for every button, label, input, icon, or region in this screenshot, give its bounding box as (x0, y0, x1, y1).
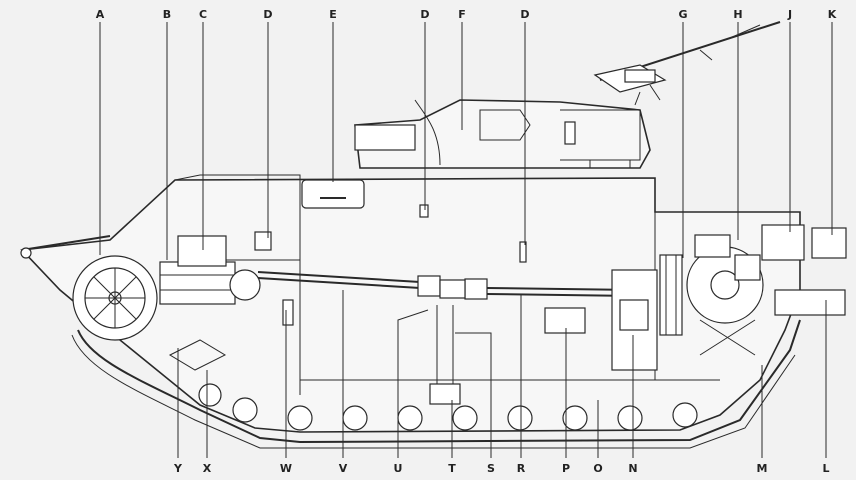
label-h: H (733, 8, 742, 21)
interior-fittings (168, 204, 586, 405)
radial-engine (686, 234, 764, 356)
label-w: W (280, 462, 292, 475)
leader-lines (99, 22, 833, 458)
turret (354, 99, 651, 169)
label-u: U (394, 462, 403, 475)
bottom-labels: Y X W V U T S R P O N M L (173, 462, 829, 475)
label-b: B (163, 8, 171, 21)
label-l: L (822, 462, 829, 475)
machine-gun (593, 21, 781, 106)
propeller-shaft (257, 271, 641, 300)
label-a: A (96, 8, 105, 21)
label-j: J (787, 8, 792, 21)
track (71, 319, 801, 449)
label-f: F (458, 8, 466, 21)
label-c: C (199, 8, 207, 21)
label-k: K (828, 8, 837, 21)
engine-accessories (761, 224, 847, 316)
label-d-2: D (420, 8, 429, 21)
clutch-housing (611, 269, 658, 371)
road-wheels (198, 383, 698, 431)
label-v: V (339, 462, 348, 475)
label-y: Y (173, 462, 183, 475)
label-m: M (757, 462, 768, 475)
label-o: O (593, 462, 602, 475)
transmission (159, 235, 261, 305)
label-x: X (203, 462, 212, 475)
hatch (301, 179, 365, 209)
label-g: G (678, 8, 687, 21)
label-p: P (562, 462, 570, 475)
label-t: T (448, 462, 456, 475)
flywheel (659, 254, 683, 336)
label-s: S (487, 462, 495, 475)
drive-sprocket (72, 255, 158, 341)
label-e: E (329, 8, 337, 21)
label-n: N (628, 462, 637, 475)
label-r: R (517, 462, 526, 475)
top-labels: A B C D E D F D G H J K (96, 8, 837, 21)
label-d-1: D (263, 8, 272, 21)
label-d-3: D (520, 8, 529, 21)
